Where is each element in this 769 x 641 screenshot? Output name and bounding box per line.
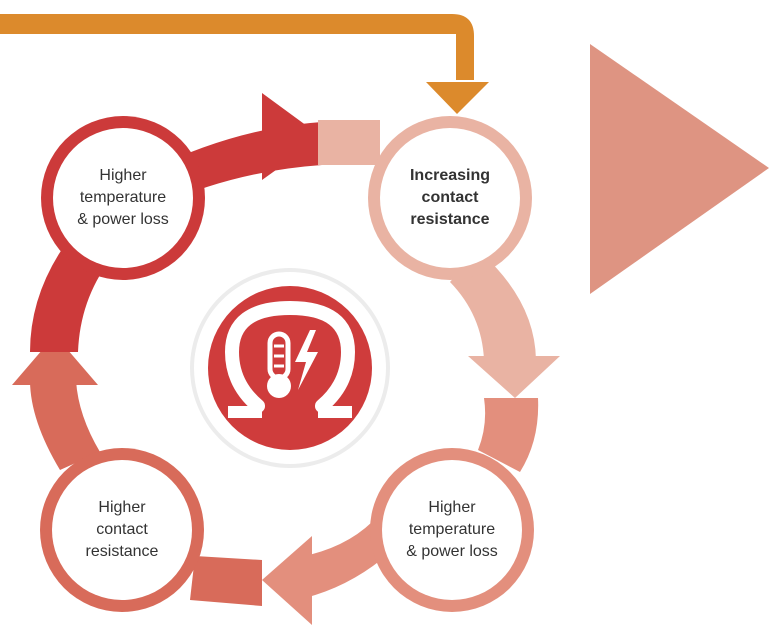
node-top-right-line2: contact — [421, 189, 479, 206]
node-top-right-line1: Increasing — [409, 167, 491, 184]
node-top-left-line2: temperature — [79, 189, 167, 206]
node-bottom-right-line1: Higher — [428, 499, 476, 516]
node-bottom-right-line3: & power loss — [406, 543, 498, 560]
node-top-right-label: Increasing contact resistance — [380, 165, 520, 231]
node-bottom-right-circle — [370, 448, 534, 612]
cycle-ring — [12, 93, 560, 625]
node-bottom-left-line2: contact — [96, 521, 148, 538]
cycle-segment-left — [30, 380, 100, 470]
node-bottom-right-line2: temperature — [408, 521, 496, 538]
node-bottom-left-line1: Higher — [98, 499, 146, 516]
cycle-arrowhead-top — [262, 93, 322, 180]
node-top-right-circle — [368, 116, 532, 280]
node-bottom-left-line3: resistance — [85, 543, 159, 560]
cycle-segment-bottom-tail — [190, 556, 262, 606]
feedback-arrowhead — [426, 82, 489, 114]
play-triangle — [590, 44, 769, 294]
cycle-segment-right — [450, 250, 536, 360]
cycle-segment-top-tail — [318, 120, 380, 165]
node-top-left-circle — [41, 116, 205, 280]
node-top-left-label: Higher temperature & power loss — [53, 165, 193, 231]
node-bottom-left-circle — [40, 448, 204, 612]
node-top-right-line3: resistance — [410, 211, 490, 228]
cycle-arrowhead-left — [12, 335, 98, 385]
feedback-arrow — [0, 14, 474, 80]
node-top-left-line3: & power loss — [77, 211, 169, 228]
node-bottom-right-label: Higher temperature & power loss — [382, 497, 522, 563]
cycle-arrowhead-bottom — [262, 536, 312, 625]
ohm-thermometer-lightning-icon — [224, 300, 356, 418]
cycle-arrowhead-right — [468, 356, 560, 398]
node-bottom-left-label: Higher contact resistance — [52, 497, 192, 563]
node-top-left-line1: Higher — [99, 167, 147, 184]
cycle-segment-right-lower — [478, 398, 539, 472]
